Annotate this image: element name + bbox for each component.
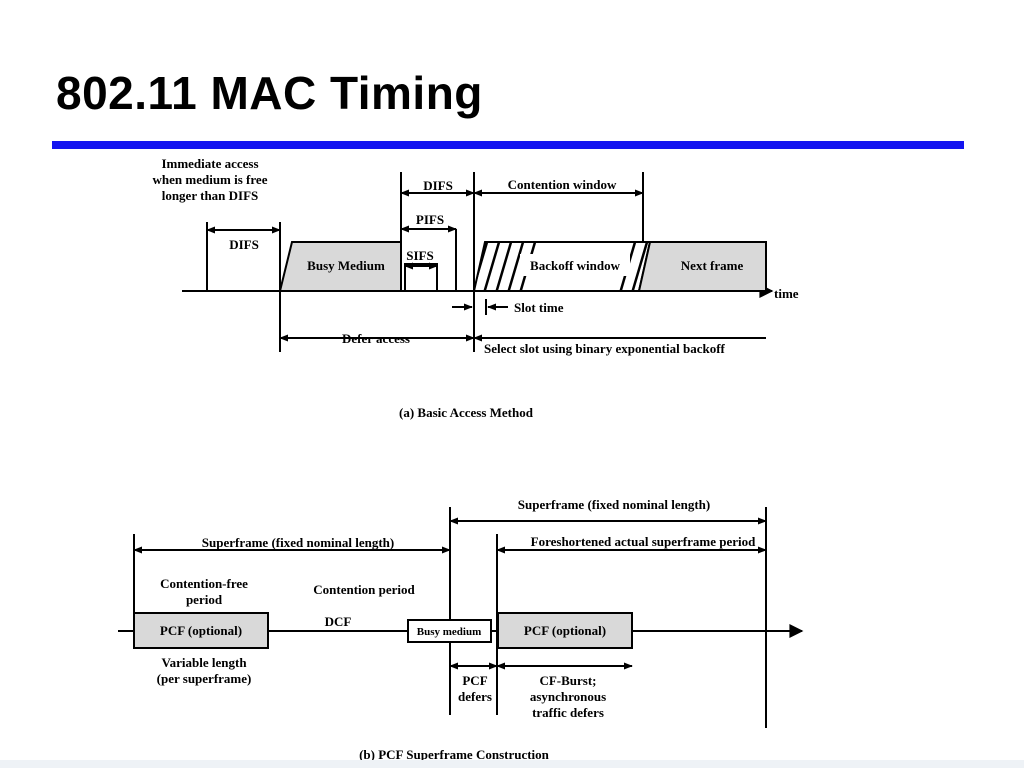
dcf-label: DCF xyxy=(325,614,352,629)
busy-medium-small-label: Busy medium xyxy=(417,626,482,638)
immediate-access-note-3: longer than DIFS xyxy=(162,188,259,203)
pcf-optional-box-2 xyxy=(497,612,633,649)
time-axis-label: time xyxy=(774,286,799,301)
backoff-window-label: Backoff window xyxy=(530,258,621,273)
contention-free-label-2: period xyxy=(186,592,223,607)
title-rule xyxy=(52,141,964,149)
pcf-superframe-labels: Superframe (fixed nominal length) Superf… xyxy=(157,497,756,762)
basic-access-diagram xyxy=(182,172,774,352)
sifs-label: SIFS xyxy=(406,248,433,263)
busy-medium-box xyxy=(278,241,402,292)
cf-burst-label-3: traffic defers xyxy=(532,705,604,720)
busy-medium-small-box xyxy=(407,619,492,643)
basic-access-caption: (a) Basic Access Method xyxy=(399,405,534,420)
contention-period-label: Contention period xyxy=(313,582,415,597)
pcf-optional-label-2: PCF (optional) xyxy=(524,623,606,638)
slide-title: 802.11 MAC Timing xyxy=(56,67,483,119)
cf-burst-label-1: CF-Burst; xyxy=(539,673,596,688)
footer-band xyxy=(0,760,1024,768)
slot-time-label: Slot time xyxy=(514,300,564,315)
select-slot-label: Select slot using binary exponential bac… xyxy=(484,341,726,356)
immediate-access-note-1: Immediate access xyxy=(161,156,258,171)
contention-window-label: Contention window xyxy=(508,177,617,192)
pcf-superframe-diagram xyxy=(118,507,804,728)
pcf-defers-label-2: defers xyxy=(458,689,492,704)
difs-left-label: DIFS xyxy=(229,237,259,252)
immediate-access-note-2: when medium is free xyxy=(153,172,268,187)
foreshortened-label: Foreshortened actual superframe period xyxy=(531,534,756,549)
contention-free-label-1: Contention-free xyxy=(160,576,248,591)
pifs-label: PIFS xyxy=(416,212,444,227)
pcf-optional-box-1 xyxy=(133,612,269,649)
basic-access-labels: Immediate access when medium is free lon… xyxy=(153,156,799,420)
variable-length-label-2: (per superframe) xyxy=(157,671,252,686)
variable-length-label-1: Variable length xyxy=(161,655,247,670)
superframe-top-label: Superframe (fixed nominal length) xyxy=(518,497,710,512)
superframe-left-label: Superframe (fixed nominal length) xyxy=(202,535,394,550)
next-frame-label: Next frame xyxy=(681,258,744,273)
cf-burst-label-2: asynchronous xyxy=(530,689,606,704)
pcf-defers-label-1: PCF xyxy=(462,673,487,688)
defer-access-label: Defer access xyxy=(342,331,410,346)
pcf-superframe-caption: (b) PCF Superframe Construction xyxy=(359,747,550,762)
difs-top-label: DIFS xyxy=(423,178,453,193)
pcf-optional-label-1: PCF (optional) xyxy=(160,623,242,638)
busy-medium-label: Busy Medium xyxy=(307,258,385,273)
